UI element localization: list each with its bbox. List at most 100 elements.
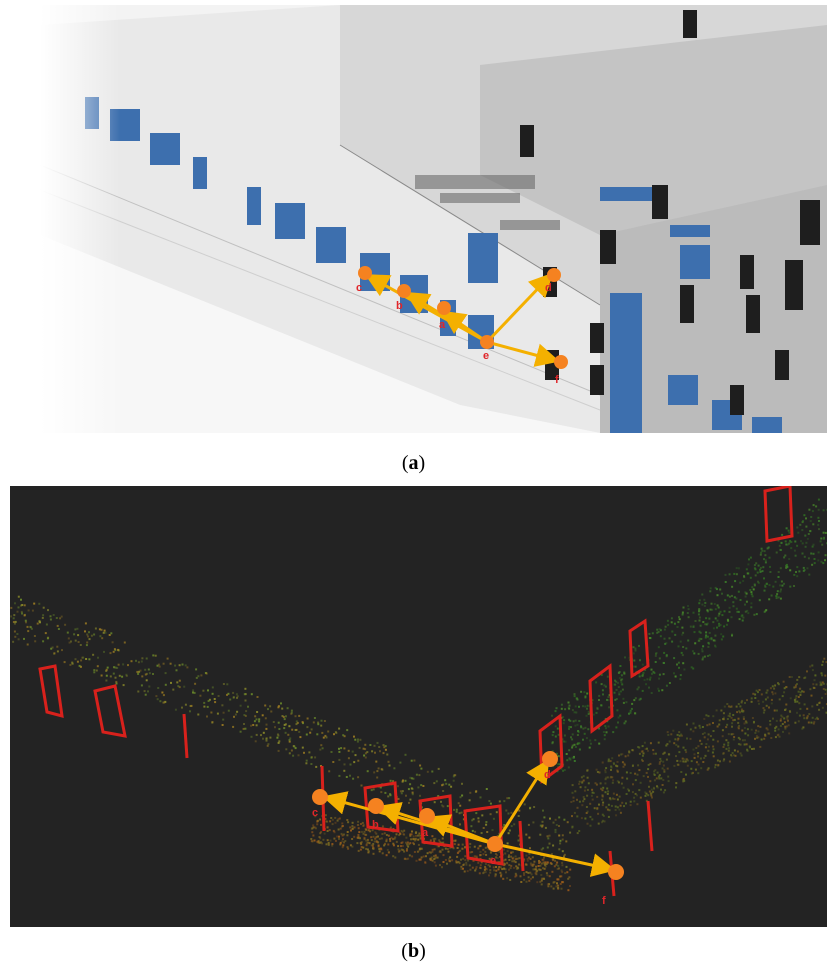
- cloud-point: [66, 631, 69, 634]
- cloud-point: [689, 728, 692, 731]
- cloud-point: [705, 631, 708, 634]
- cloud-point: [377, 767, 380, 770]
- cloud-point: [736, 610, 739, 613]
- cloud-point: [520, 881, 523, 883]
- cloud-point: [502, 826, 505, 829]
- cloud-point: [456, 852, 459, 854]
- cloud-point: [605, 731, 608, 734]
- cloud-point: [103, 650, 105, 653]
- window: [150, 133, 180, 165]
- cloud-point: [812, 722, 815, 725]
- cloud-point: [714, 608, 717, 611]
- cloud-point: [485, 821, 488, 823]
- cloud-point: [12, 621, 15, 623]
- cloud-point: [687, 616, 690, 619]
- cloud-point: [529, 847, 531, 850]
- upper-volume: [480, 25, 827, 235]
- cloud-point: [366, 751, 369, 754]
- cloud-point: [540, 883, 543, 886]
- cloud-point: [540, 848, 543, 851]
- cloud-point: [645, 683, 648, 686]
- cloud-point: [704, 636, 707, 639]
- cloud-point: [46, 637, 49, 640]
- cloud-point: [170, 681, 172, 684]
- cloud-point: [652, 786, 655, 789]
- cloud-point: [559, 842, 562, 845]
- cloud-point: [650, 788, 653, 791]
- cloud-point: [693, 753, 696, 756]
- cloud-point: [766, 689, 769, 692]
- cloud-point: [657, 646, 660, 649]
- cloud-point: [503, 824, 506, 826]
- cloud-point: [473, 845, 476, 848]
- cloud-point: [608, 706, 611, 709]
- cloud-point: [20, 610, 23, 613]
- cloud-point: [455, 810, 458, 813]
- cloud-point: [578, 780, 581, 783]
- cloud-point: [123, 641, 126, 644]
- cloud-point: [222, 711, 225, 714]
- cloud-point: [413, 839, 416, 842]
- cloud-point: [548, 842, 551, 845]
- cloud-point: [377, 835, 379, 838]
- cloud-point: [789, 539, 792, 542]
- cloud-point: [658, 657, 661, 660]
- cloud-point: [310, 763, 313, 765]
- cloud-point: [310, 840, 313, 842]
- node-e: [487, 836, 503, 852]
- cloud-point: [523, 860, 525, 862]
- cloud-point: [323, 720, 326, 722]
- cloud-point: [563, 719, 566, 722]
- cloud-point: [678, 666, 680, 669]
- cloud-point: [400, 829, 403, 832]
- cloud-point: [712, 621, 715, 624]
- cloud-point: [781, 584, 784, 587]
- cloud-point: [253, 720, 256, 723]
- cloud-point: [301, 746, 304, 749]
- cloud-point: [556, 727, 559, 730]
- cloud-point: [360, 830, 363, 833]
- cloud-point: [618, 795, 621, 798]
- cloud-point: [559, 875, 562, 878]
- cloud-point: [565, 840, 568, 843]
- cloud-point: [567, 701, 570, 704]
- cloud-point: [409, 798, 412, 801]
- cloud-point: [772, 693, 774, 696]
- cloud-point: [771, 691, 774, 694]
- cloud-point: [413, 851, 416, 853]
- cloud-point: [558, 763, 561, 766]
- cloud-point: [801, 690, 804, 693]
- cloud-point: [489, 869, 492, 872]
- cloud-point: [773, 687, 776, 690]
- cloud-point: [794, 684, 797, 687]
- cloud-point: [543, 863, 546, 865]
- cloud-point: [324, 817, 327, 820]
- cloud-point: [709, 608, 712, 611]
- cloud-point: [546, 846, 549, 849]
- cloud-point: [755, 562, 758, 565]
- cloud-point: [364, 748, 367, 751]
- cloud-point: [576, 723, 579, 726]
- cloud-point: [281, 707, 284, 710]
- dark-windows: [520, 10, 820, 415]
- cloud-point: [227, 709, 230, 712]
- cloud-point: [644, 791, 647, 794]
- cloud-point: [442, 783, 445, 786]
- cloud-point: [821, 706, 824, 709]
- cloud-point: [494, 852, 497, 855]
- cloud-point: [647, 768, 650, 771]
- cloud-point: [363, 830, 366, 833]
- cloud-point: [746, 609, 749, 612]
- cloud-point: [631, 791, 634, 794]
- cloud-point: [616, 769, 619, 772]
- cloud-point: [445, 782, 448, 785]
- cloud-point: [793, 549, 796, 552]
- cloud-point: [84, 622, 87, 625]
- cloud-point: [88, 658, 91, 661]
- cloud-point: [383, 844, 386, 847]
- cloud-point: [347, 847, 350, 850]
- cloud-point: [731, 585, 734, 588]
- window-outline: [93, 684, 127, 738]
- cloud-point: [415, 837, 417, 840]
- cloud-point: [733, 596, 736, 599]
